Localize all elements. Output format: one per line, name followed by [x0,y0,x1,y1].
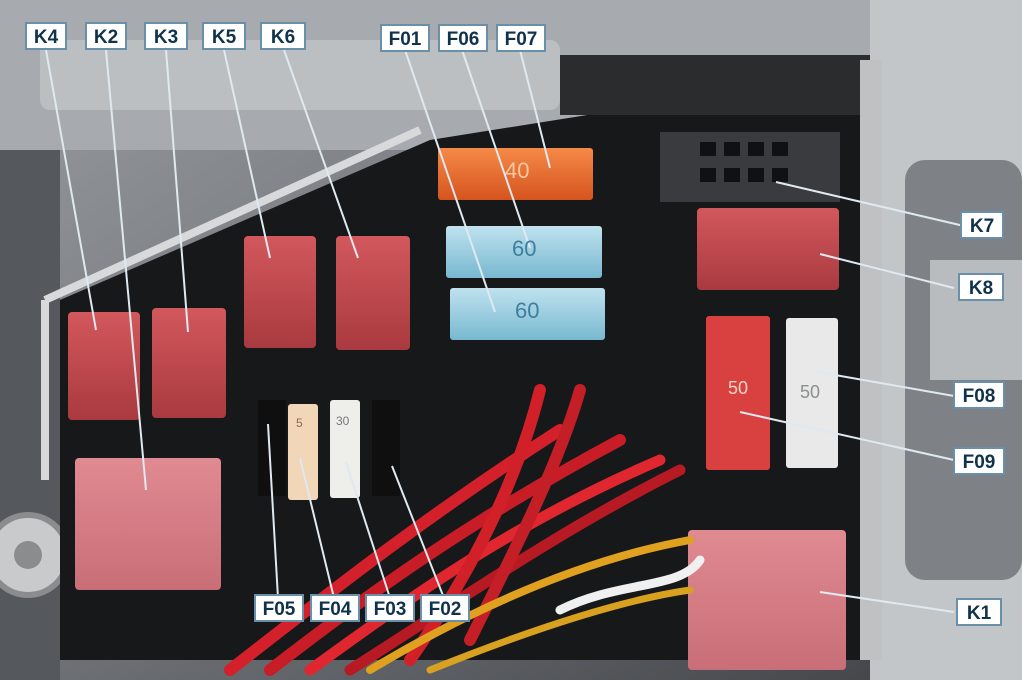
f04-rating: 5 [296,416,303,430]
label-f03: F03 [365,594,415,622]
label-f06: F06 [438,24,488,52]
label-k2: K2 [85,22,127,50]
f07-rating: 40 [505,158,530,183]
label-f02: F02 [420,594,470,622]
label-f09: F09 [953,447,1005,475]
label-f07: F07 [496,24,546,52]
label-k5: K5 [202,22,246,50]
f06-rating: 60 [512,236,537,261]
f09-rating: 50 [728,378,749,398]
label-k1: K1 [956,598,1002,626]
label-k3: K3 [144,22,188,50]
f08-rating: 50 [800,382,821,402]
label-k7: K7 [960,211,1004,239]
label-f04: F04 [310,594,360,622]
label-k8: K8 [958,273,1004,301]
f01-rating: 60 [515,298,540,323]
label-f08: F08 [953,381,1005,409]
label-f05: F05 [254,594,304,622]
label-f01: F01 [380,24,430,52]
label-k4: K4 [25,22,67,50]
f03-rating: 30 [336,414,350,428]
label-k6: K6 [260,22,306,50]
